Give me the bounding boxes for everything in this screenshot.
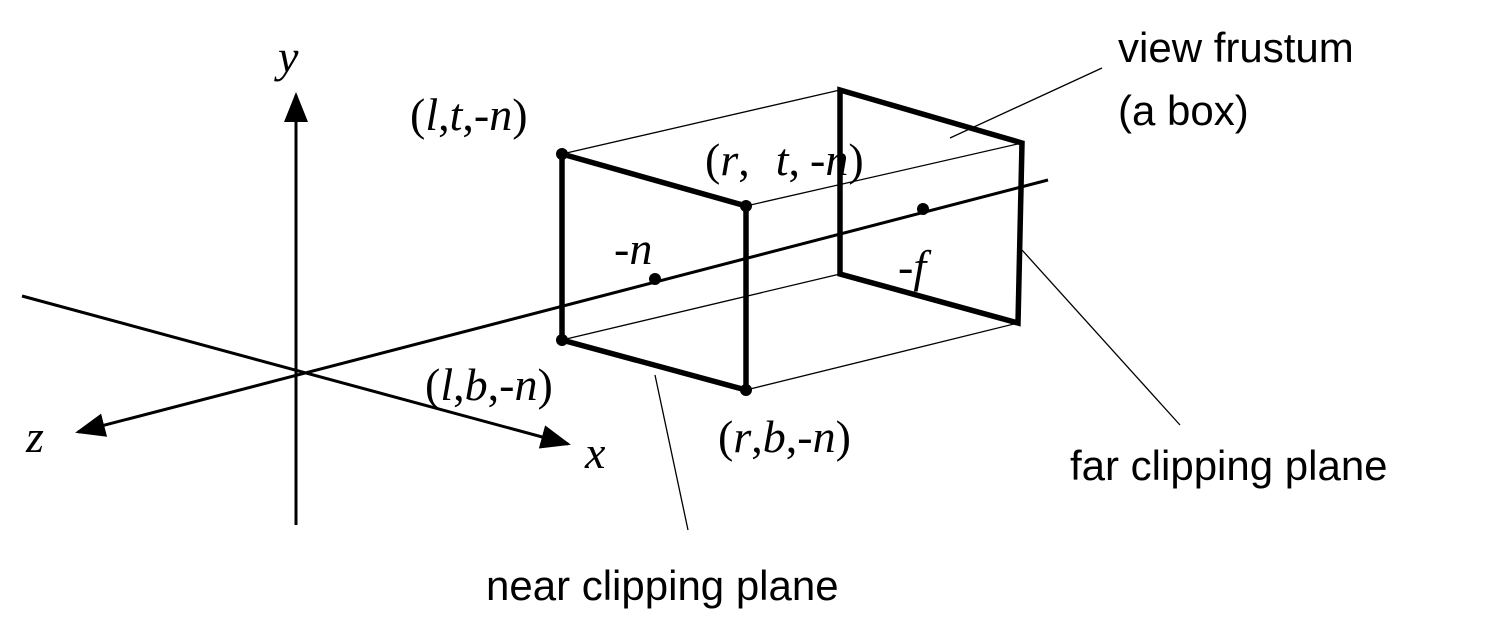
- frustum-edges: [561, 89, 1023, 391]
- x-axis: [21, 294, 571, 449]
- corner-dots: [556, 148, 929, 396]
- corner-label-rbn: (r,b,-n): [718, 411, 851, 462]
- a-box-label: (a box): [1118, 87, 1249, 134]
- leader-lines: [654, 67, 1181, 531]
- edge-top-left: [561, 89, 841, 155]
- near-clipping-plane-label: near clipping plane: [486, 562, 839, 609]
- far-center-dot: [917, 203, 929, 215]
- x-axis-label: x: [584, 427, 606, 478]
- near-center-dot: [649, 273, 661, 285]
- far-clipping-plane-rect: [837, 86, 1025, 327]
- edge-bottom-left: [561, 273, 841, 341]
- corner-label-lbn: (l,b,-n): [425, 359, 553, 410]
- corner-dot-ltn: [556, 148, 568, 160]
- z-axis-label: z: [25, 411, 44, 462]
- corner-label-ltn: (l,t,-n): [410, 89, 528, 140]
- far-clipping-plane-label: far clipping plane: [1070, 442, 1388, 489]
- far-point-label: -f: [898, 241, 932, 292]
- corner-dot-rbn: [740, 384, 752, 396]
- corner-dot-lbn: [556, 334, 568, 346]
- edge-top-right: [745, 142, 1023, 207]
- corner-label-rtn: (r,t,-n): [705, 134, 864, 185]
- near-clipping-plane-rect: [559, 150, 749, 394]
- near-point-label: -n: [614, 223, 652, 274]
- corner-dot-rtn: [740, 200, 752, 212]
- y-axis-label: y: [274, 31, 299, 82]
- leader-far-plane: [1021, 249, 1181, 426]
- edge-bottom-right: [745, 322, 1019, 391]
- view-frustum-label: view frustum: [1118, 24, 1354, 71]
- leader-near-plane: [654, 374, 689, 531]
- axes: [21, 92, 1049, 525]
- leader-view-frustum: [949, 67, 1103, 139]
